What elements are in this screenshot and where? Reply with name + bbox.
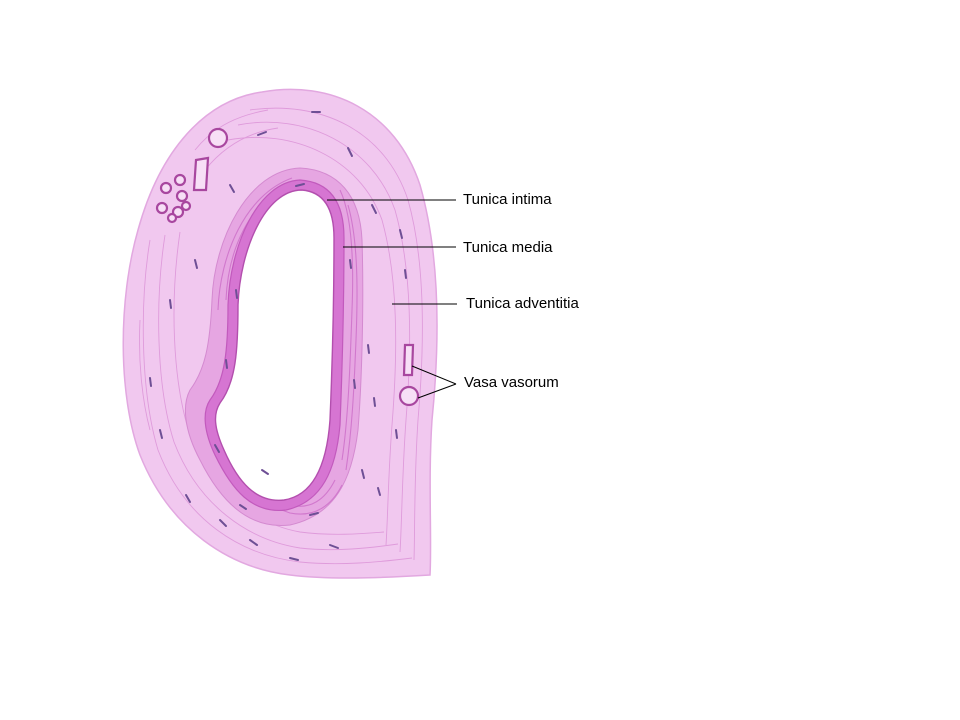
adventitia-fibers [139, 107, 423, 565]
vasa-vasorum-cluster-upper [155, 127, 229, 224]
label-tunica-media: Tunica media [463, 239, 553, 256]
label-tunica-intima: Tunica intima [463, 191, 552, 208]
cell-nuclei [149, 111, 407, 561]
leader-line-vasa-vasorum-1 [411, 365, 457, 385]
leader-line-vasa-vasorum-2 [417, 383, 457, 399]
label-tunica-adventitia: Tunica adventitia [466, 295, 579, 312]
vasa-vasorum-right [398, 343, 420, 407]
label-vasa-vasorum: Vasa vasorum [464, 374, 559, 391]
lumen [214, 189, 335, 501]
leader-lines [327, 199, 457, 399]
